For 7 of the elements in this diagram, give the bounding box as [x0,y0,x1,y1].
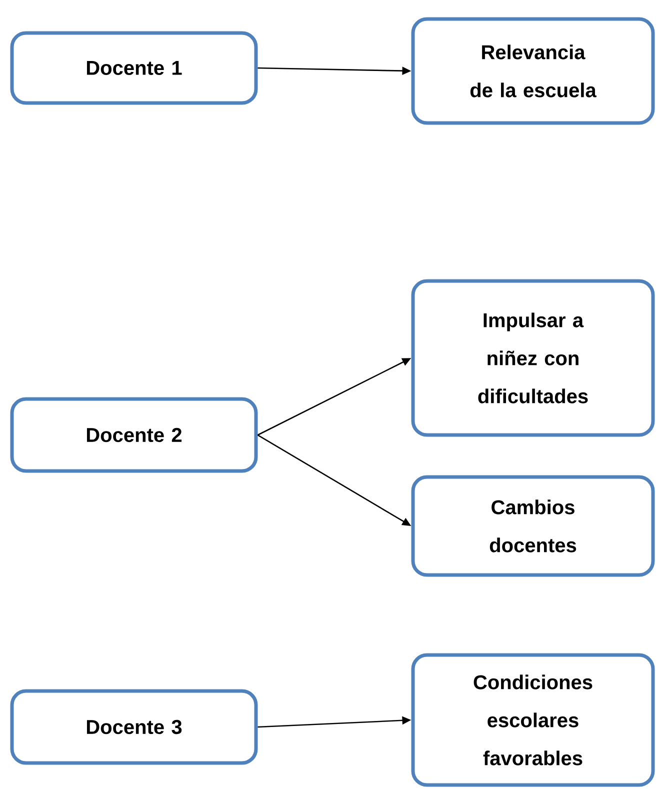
process-box: Docente 2 [10,397,258,473]
process-box: Impulsar a niñez con dificultades [411,279,655,437]
process-box: Cambios docentes [411,475,655,577]
process-box: Docente 3 [10,689,258,765]
process-box: Condiciones escolares favorables [411,653,655,787]
process-box: Docente 1 [10,31,258,105]
process-box: Relevancia de la escuela [411,17,655,125]
